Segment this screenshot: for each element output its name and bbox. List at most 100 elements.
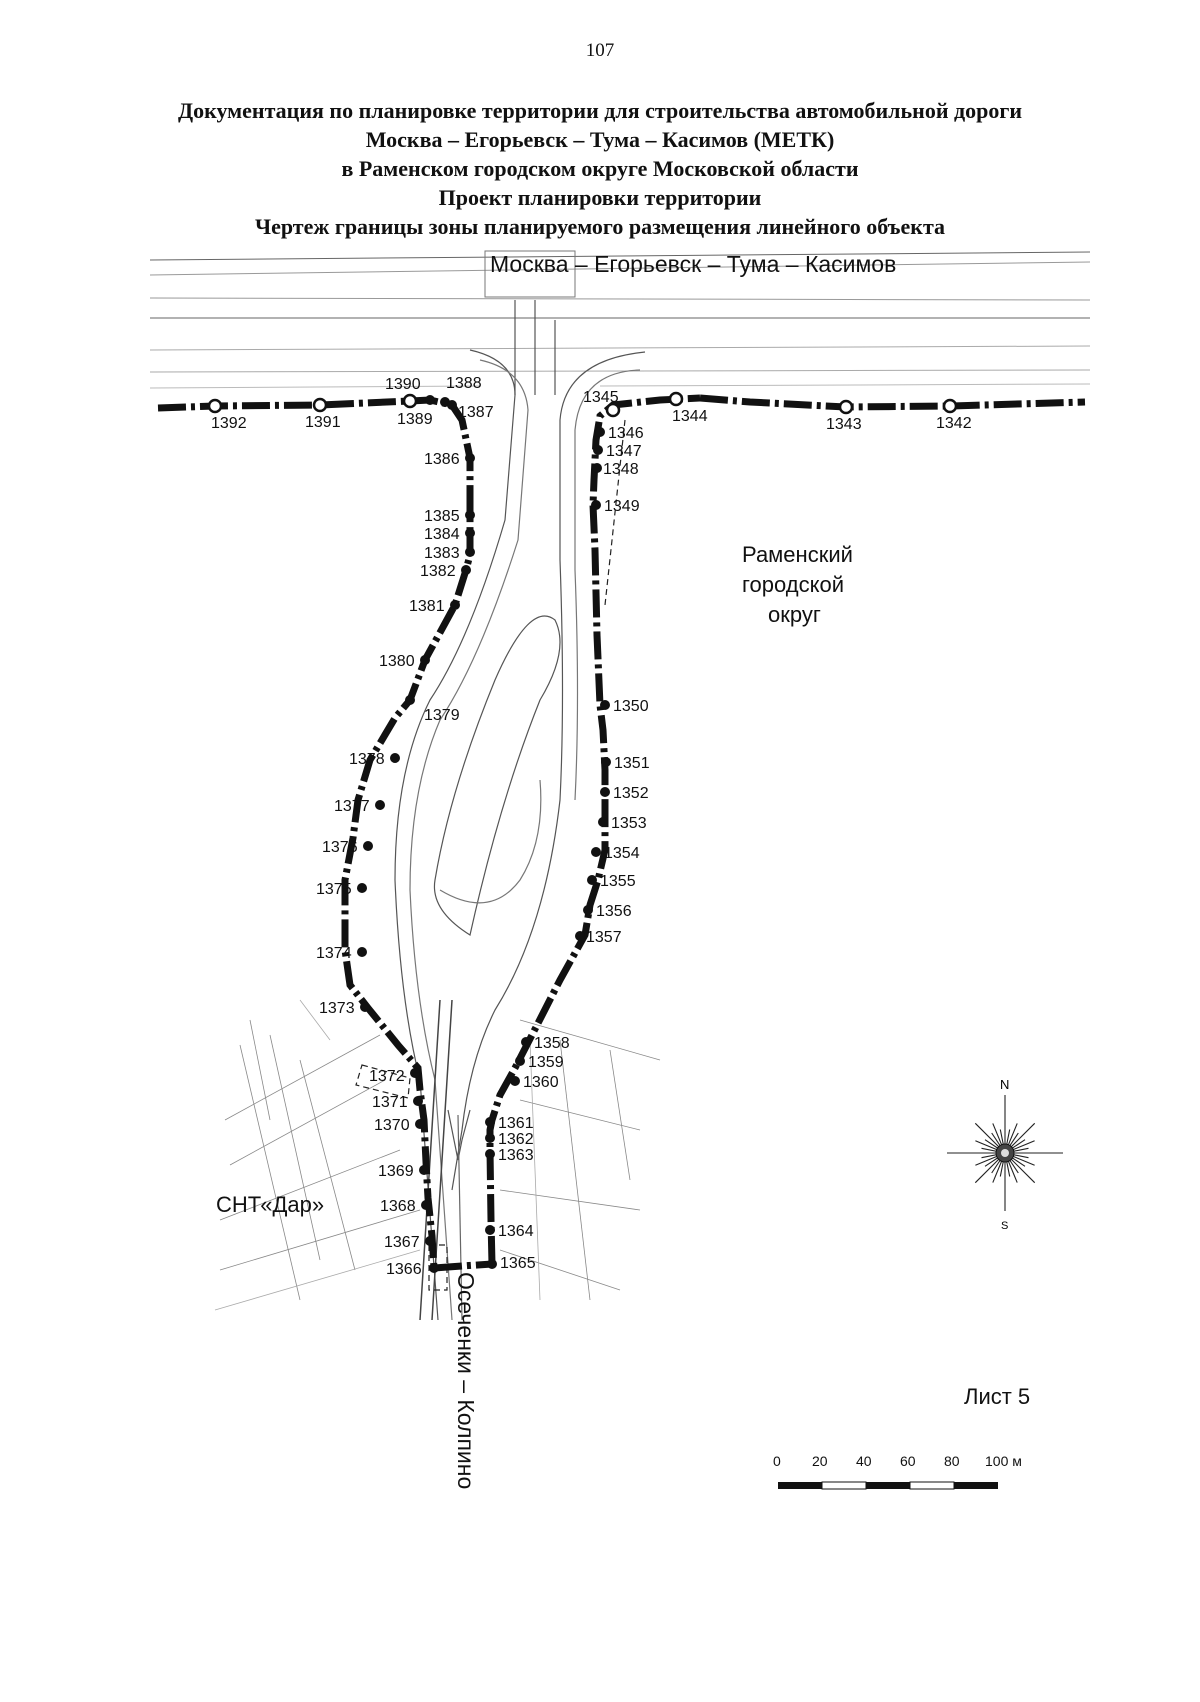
cadastral-grid — [214, 999, 661, 1311]
boundary-point-label: 1377 — [334, 798, 370, 815]
scale-seg-1 — [778, 1482, 822, 1489]
boundary-point-marker — [420, 655, 430, 665]
boundary-point-marker — [587, 875, 597, 885]
boundary-point-label: 1348 — [603, 461, 639, 478]
boundary-point-label: 1344 — [672, 408, 708, 425]
compass-center-dot — [1001, 1149, 1009, 1157]
scale-label-20: 20 — [812, 1453, 828, 1469]
boundary-point-marker — [592, 463, 602, 473]
boundary-point-label: 1351 — [614, 755, 650, 772]
document-title-block: Документация по планировке территории дл… — [0, 96, 1200, 241]
scale-seg-5 — [954, 1482, 998, 1489]
boundary-point-label: 1349 — [604, 498, 640, 515]
boundary-point-marker — [515, 1056, 525, 1066]
boundary-point-label: 1347 — [606, 443, 642, 460]
boundary-point-marker — [413, 1096, 423, 1106]
boundary-top-right — [699, 394, 1086, 411]
boundary-point-label: 1364 — [498, 1223, 534, 1240]
title-line-1: Документация по планировке территории дл… — [177, 98, 1023, 123]
boundary-point-label: 1381 — [409, 598, 445, 615]
boundary-point-marker — [600, 700, 610, 710]
boundary-point-marker — [402, 393, 418, 409]
boundary-point-marker — [591, 500, 601, 510]
boundary-point-marker — [390, 753, 400, 763]
boundary-bottom — [433, 1260, 493, 1272]
boundary-point-label: 1385 — [424, 508, 460, 525]
snt-label: СНТ«Дар» — [216, 1192, 324, 1217]
boundary-point-marker — [465, 453, 475, 463]
boundary-point-marker — [485, 1117, 495, 1127]
boundary-point-marker — [360, 1002, 370, 1012]
district-label-line-3: округ — [768, 602, 821, 627]
boundary-point-label: 1375 — [316, 881, 352, 898]
boundary-point-label: 1373 — [319, 1000, 355, 1017]
highway-label: Москва – Егорьевск – Тума – Касимов — [490, 251, 896, 277]
boundary-point-marker — [357, 883, 367, 893]
boundary-point-label: 1362 — [498, 1131, 534, 1148]
scale-seg-4 — [909, 1481, 955, 1490]
boundary-point-label: 1361 — [498, 1115, 534, 1132]
scale-label-40: 40 — [856, 1453, 872, 1469]
title-line-4: Проект планировки территории — [438, 185, 762, 210]
boundary-point-marker — [487, 1259, 497, 1269]
boundary-point-label: 1360 — [523, 1074, 559, 1091]
boundary-point-label: 1345 — [583, 389, 619, 406]
boundary-point-label: 1384 — [424, 526, 460, 543]
boundary-point-marker — [312, 397, 328, 413]
compass-south-label: S — [1001, 1220, 1008, 1232]
boundary-point-label: 1343 — [826, 416, 862, 433]
boundary-point-marker — [605, 402, 621, 418]
compass-north-label: N — [1000, 1077, 1009, 1092]
sheet-label: Лист 5 — [964, 1384, 1031, 1409]
boundary-point-label: 1389 — [397, 411, 433, 428]
boundary-point-marker — [575, 931, 585, 941]
boundary-point-label: 1391 — [305, 414, 341, 431]
side-road-label: Осеченки – Колпино — [453, 1272, 479, 1489]
boundary-point-label: 1346 — [608, 425, 644, 442]
boundary-point-label: 1367 — [384, 1234, 420, 1251]
boundary-point-label: 1392 — [211, 415, 247, 432]
boundary-point-label: 1365 — [500, 1255, 536, 1272]
scale-seg-3 — [866, 1482, 910, 1489]
boundary-point-marker — [601, 757, 611, 767]
boundary-point-marker — [465, 547, 475, 557]
boundary-point-marker — [593, 445, 603, 455]
boundary-point-label: 1354 — [604, 845, 640, 862]
boundary-point-label: 1386 — [424, 451, 460, 468]
boundary-left — [341, 403, 474, 1269]
boundary-point-marker — [591, 847, 601, 857]
boundary-point-label: 1390 — [385, 376, 421, 393]
boundary-point-marker — [510, 1076, 520, 1086]
boundary-point-marker — [447, 400, 457, 410]
boundary-point-label: 1358 — [534, 1035, 570, 1052]
boundary-point-marker — [207, 398, 223, 414]
boundary-point-label: 1353 — [611, 815, 647, 832]
boundary-point-marker — [598, 817, 608, 827]
boundary-point-label: 1350 — [613, 698, 649, 715]
boundary-point-marker — [595, 427, 605, 437]
scale-label-0: 0 — [773, 1453, 781, 1469]
boundary-point-label: 1357 — [586, 929, 622, 946]
boundary-point-marker — [415, 1119, 425, 1129]
boundary-point-marker — [421, 1200, 431, 1210]
scale-label-100: 100 м — [985, 1453, 1022, 1469]
boundary-point-marker — [485, 1149, 495, 1159]
boundary-point-label: 1369 — [378, 1163, 414, 1180]
scale-bar: 0 20 40 60 80 100 м — [773, 1453, 1022, 1490]
boundary-point-marker — [521, 1037, 531, 1047]
boundary-point-marker — [410, 1068, 420, 1078]
boundary-point-marker — [425, 395, 435, 405]
boundary-point-marker — [668, 391, 684, 407]
boundary-point-marker — [485, 1133, 495, 1143]
boundary-point-label: 1376 — [322, 839, 358, 856]
boundary-point-label: 1372 — [369, 1068, 405, 1085]
boundary-point-marker — [600, 787, 610, 797]
boundary-point-marker — [942, 398, 958, 414]
scale-label-60: 60 — [900, 1453, 916, 1469]
boundary-point-label: 1370 — [374, 1117, 410, 1134]
boundary-point-label: 1383 — [424, 545, 460, 562]
page-number: 107 — [585, 40, 615, 61]
boundary-point-marker — [375, 800, 385, 810]
